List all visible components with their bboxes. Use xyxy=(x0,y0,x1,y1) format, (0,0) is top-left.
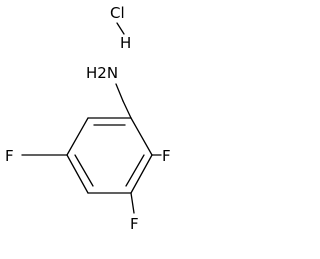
chemical-structure: Cl H H2N F F F xyxy=(5,4,171,233)
ring-bond-1 xyxy=(130,117,153,156)
n-ch2-bond xyxy=(115,83,124,102)
hydrogen-label: H xyxy=(120,34,131,52)
h-cl-bond xyxy=(116,22,125,35)
ring-bond-2 xyxy=(130,154,153,194)
fluorine-left-label: F xyxy=(5,147,14,165)
ch2-ring-bond xyxy=(122,100,132,119)
ring-bond-4 xyxy=(66,154,89,194)
double-bond-right xyxy=(125,154,145,187)
chlorine-label: Cl xyxy=(110,4,125,22)
amine-label: H2N xyxy=(86,64,118,82)
fluorine-bottom-label: F xyxy=(130,215,139,233)
fluorine-right-label: F xyxy=(162,147,171,165)
double-bond-left xyxy=(74,154,94,187)
ring-bond-5 xyxy=(66,117,89,156)
c-f-bond-bottom xyxy=(130,192,135,214)
